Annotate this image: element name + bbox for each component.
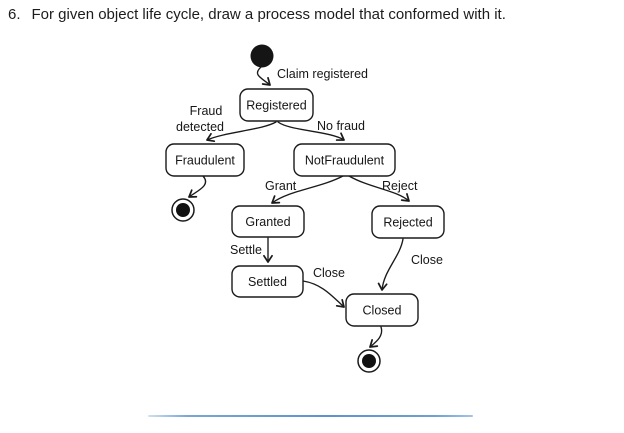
question-title: 6. For given object life cycle, draw a pr… bbox=[8, 6, 618, 23]
state-notfraudulent-label: NotFraudulent bbox=[305, 154, 385, 168]
transition-no-fraud-arrow bbox=[277, 121, 345, 141]
transition-close-from-rejected-arrow bbox=[377, 238, 404, 291]
state-diagram: Registered Fraudulent NotFraudulent Gran… bbox=[165, 44, 445, 373]
state-fraudulent: Fraudulent bbox=[165, 143, 245, 177]
label-close-from-settled: Close bbox=[313, 266, 345, 280]
label-no-fraud: No fraud bbox=[317, 119, 365, 133]
state-granted-label: Granted bbox=[245, 215, 290, 229]
state-notfraudulent: NotFraudulent bbox=[293, 143, 396, 177]
state-rejected: Rejected bbox=[371, 205, 445, 239]
question-number: 6. bbox=[8, 6, 21, 23]
label-reject: Reject bbox=[382, 179, 418, 193]
label-grant: Grant bbox=[265, 179, 297, 193]
state-settled-label: Settled bbox=[248, 275, 287, 289]
transition-fraud-detected-arrow bbox=[206, 121, 277, 143]
bottom-horizontal-rule bbox=[148, 415, 473, 418]
state-granted: Granted bbox=[231, 205, 305, 238]
label-claim-registered: Claim registered bbox=[277, 67, 368, 81]
transition-reject-arrow bbox=[348, 175, 410, 202]
final-state-icon-left bbox=[171, 198, 195, 222]
state-rejected-label: Rejected bbox=[383, 216, 432, 230]
state-closed: Closed bbox=[345, 293, 419, 327]
transition-close-from-settled-arrow bbox=[302, 280, 345, 308]
state-registered: Registered bbox=[239, 88, 314, 122]
final-state-icon-bottom bbox=[357, 349, 381, 373]
initial-state-icon bbox=[250, 44, 274, 68]
state-fraudulent-label: Fraudulent bbox=[175, 154, 235, 168]
transition-fraudulent-to-final-arrow bbox=[188, 175, 207, 198]
state-registered-label: Registered bbox=[246, 99, 306, 113]
question-text: For given object life cycle, draw a proc… bbox=[31, 6, 506, 23]
label-settle: Settle bbox=[230, 243, 262, 257]
state-settled: Settled bbox=[231, 265, 304, 298]
transition-closed-to-final-arrow bbox=[369, 326, 383, 348]
transition-grant-arrow bbox=[271, 175, 344, 204]
label-close-from-rejected: Close bbox=[411, 253, 443, 267]
label-fraud-detected-line2: detected bbox=[176, 120, 224, 134]
transition-claim-registered-arrow bbox=[256, 66, 271, 86]
label-fraud-detected-line1: Fraud bbox=[190, 104, 223, 118]
state-closed-label: Closed bbox=[363, 304, 402, 318]
